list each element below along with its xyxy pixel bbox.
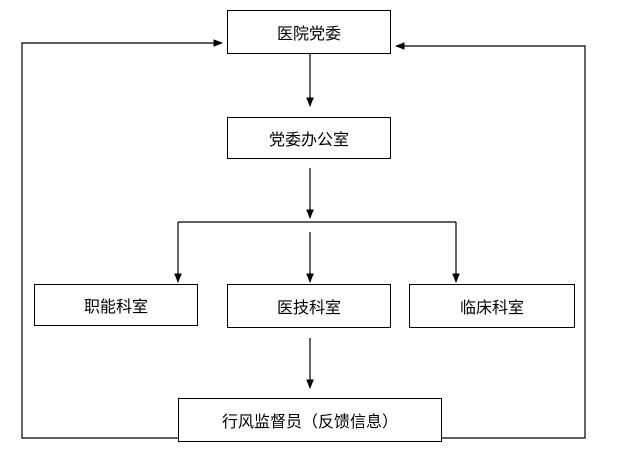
node-label: 临床科室 <box>459 298 524 317</box>
node-conduct-supervisor-feedback: 行风监督员（反馈信息） <box>178 398 442 442</box>
node-party-committee-office: 党委办公室 <box>227 117 391 159</box>
node-medical-technology-departments: 医技科室 <box>227 284 391 328</box>
node-label: 医院党委 <box>276 24 341 43</box>
node-label: 党委办公室 <box>268 130 349 149</box>
node-clinical-departments: 临床科室 <box>409 284 575 328</box>
edge-feedback-right <box>395 42 586 439</box>
node-hospital-party-committee: 医院党委 <box>227 10 391 54</box>
node-label: 行风监督员（反馈信息） <box>221 412 398 431</box>
node-label: 职能科室 <box>83 297 148 316</box>
node-functional-departments: 职能科室 <box>34 284 198 326</box>
edge-feedback-left <box>21 39 223 439</box>
node-label: 医技科室 <box>276 298 341 317</box>
